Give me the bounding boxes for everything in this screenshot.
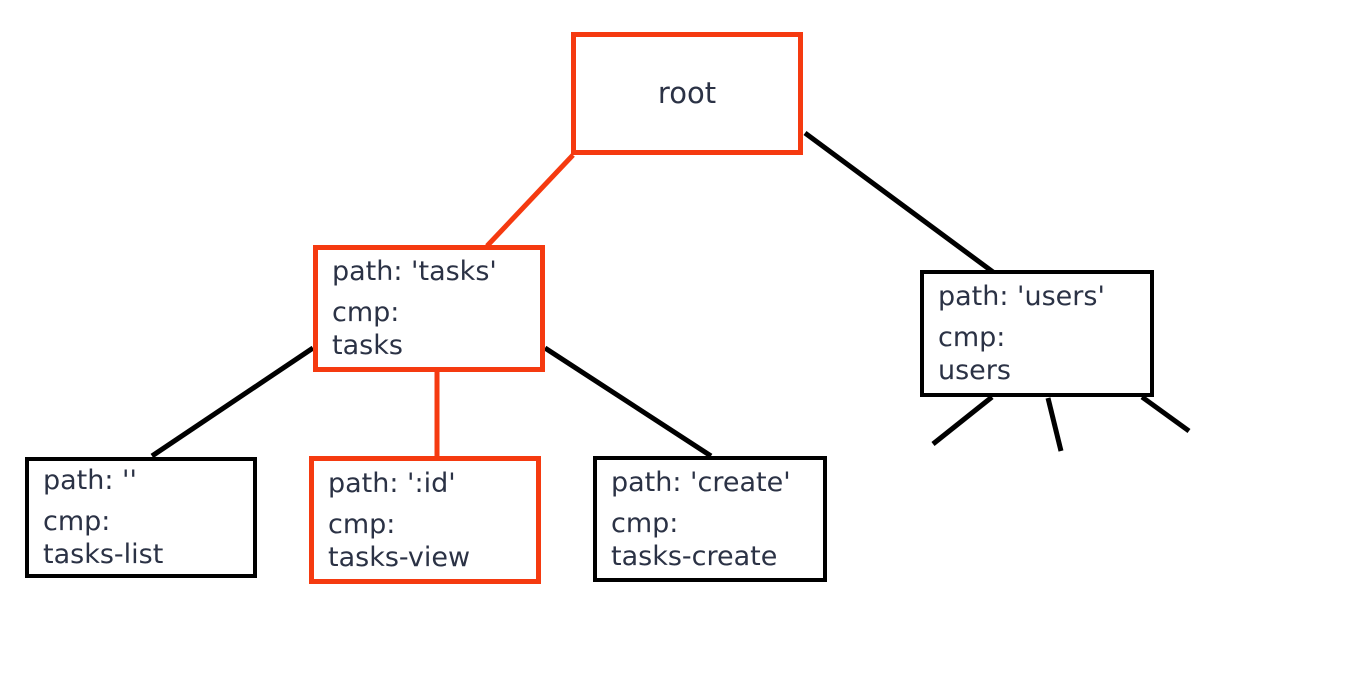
node-tasks-line-2: tasks	[332, 330, 403, 362]
edge-tasks-taskslist	[150, 345, 315, 459]
node-tasks-view[interactable]: path: ':id' cmp:tasks-view	[309, 456, 541, 584]
edge-users-stub-left	[931, 395, 994, 446]
node-tasks-create-spacer	[597, 500, 823, 508]
node-root[interactable]: root	[571, 32, 803, 155]
node-tasks-create-line-1: cmp:	[611, 507, 679, 539]
edge-users-stub-middle	[1045, 397, 1064, 452]
edge-root-tasks	[485, 153, 575, 248]
node-tasks-list-line-1: cmp:	[43, 506, 111, 538]
node-tasks-view-line-1: cmp:	[328, 508, 396, 540]
node-tasks-list-spacer	[29, 498, 253, 506]
node-tasks-view-line-0: path: ':id'	[328, 467, 456, 499]
node-tasks-line-1: cmp:	[332, 297, 400, 329]
edge-tasks-taskscreate	[543, 345, 713, 459]
node-users-spacer	[924, 314, 1150, 322]
edge-users-stub-right	[1140, 394, 1191, 434]
node-users-line-2: users	[938, 355, 1011, 387]
node-tasks-create-line-2: tasks-create	[611, 540, 778, 572]
node-tasks-list-line-2: tasks-list	[43, 539, 164, 571]
node-users-line-1: cmp:	[938, 322, 1006, 354]
node-users-line-0: path: 'users'	[938, 281, 1105, 313]
node-tasks-list[interactable]: path: '' cmp:tasks-list	[25, 457, 257, 578]
node-tasks-create[interactable]: path: 'create' cmp:tasks-create	[593, 456, 827, 582]
node-tasks-spacer	[318, 289, 540, 297]
node-tasks-create-line-0: path: 'create'	[611, 466, 791, 498]
node-root-line-0: root	[657, 75, 717, 110]
node-tasks-view-line-2: tasks-view	[328, 541, 471, 573]
edge-root-users	[803, 130, 995, 275]
node-tasks-view-spacer	[314, 501, 536, 509]
node-users[interactable]: path: 'users' cmp:users	[920, 270, 1154, 397]
node-tasks[interactable]: path: 'tasks' cmp:tasks	[313, 245, 545, 372]
node-tasks-line-0: path: 'tasks'	[332, 256, 497, 288]
node-tasks-list-line-0: path: ''	[43, 465, 137, 497]
